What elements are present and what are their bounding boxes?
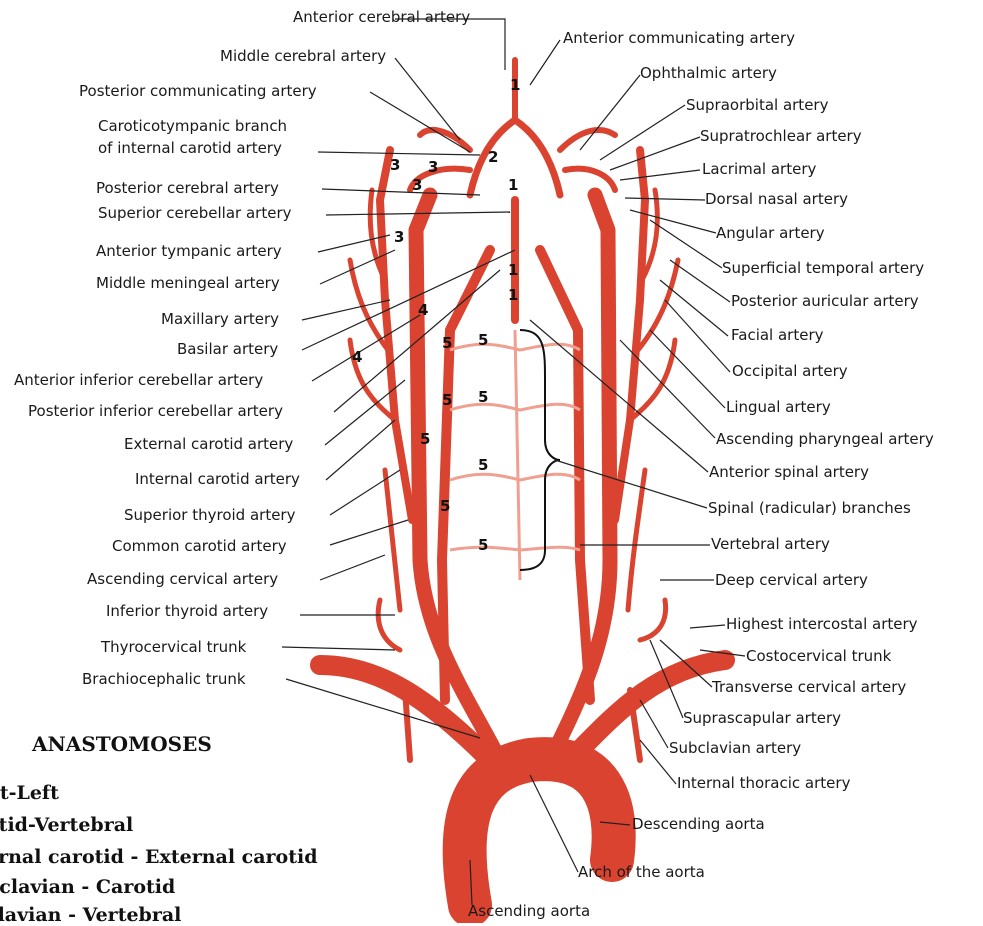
right-external-carotid [380,150,412,520]
marker-19: 5 [478,536,488,554]
label-costocervical: Costocervical trunk [746,648,891,665]
marker-12: 5 [442,334,452,352]
label-superior-cerebellar: Superior cerebellar artery [98,205,292,222]
marker-5: 2 [488,148,498,166]
marker-3: 1 [508,261,518,279]
label-dorsal-nasal: Dorsal nasal artery [705,191,848,208]
label-spinal-branches: Spinal (radicular) branches [708,500,911,517]
label-angular: Angular artery [716,225,825,242]
label-transverse-cervical: Transverse cervical artery [712,679,906,696]
left-external-carotid [615,150,645,520]
label-posterior-cerebral: Posterior cerebral artery [96,180,279,197]
label-highest-intercostal: Highest intercostal artery [726,616,918,633]
marker-11: 4 [352,348,362,366]
label-ascending-pharyngeal: Ascending pharyngeal artery [716,431,934,448]
aortic-arch [465,759,614,905]
label-superior-thyroid: Superior thyroid artery [124,507,295,524]
label-supraorbital: Supraorbital artery [686,97,828,114]
label-anterior-communicating: Anterior communicating artery [563,30,795,47]
label-anterior-cerebral: Anterior cerebral artery [293,9,470,26]
marker-13: 5 [478,331,488,349]
label-ophthalmic: Ophthalmic artery [640,65,777,82]
label-ascending-cervical: Ascending cervical artery [87,571,278,588]
marker-14: 5 [442,391,452,409]
label-vertebral: Vertebral artery [711,536,830,553]
label-common-carotid: Common carotid artery [112,538,287,555]
label-caroticotympanic-1: Caroticotympanic branch [98,118,287,135]
legend-title: ANASTOMOSES [32,732,212,756]
label-posterior-communicating: Posterior communicating artery [79,83,317,100]
label-anterior-inferior-cerebellar: Anterior inferior cerebellar artery [14,372,263,389]
label-maxillary: Maxillary artery [161,311,279,328]
marker-18: 5 [440,497,450,515]
label-facial: Facial artery [731,327,824,344]
label-thyrocervical: Thyrocervical trunk [101,639,246,656]
marker-8: 3 [412,176,422,194]
legend-item: bclavian - Carotid [0,876,175,898]
label-posterior-inferior-cerebellar: Posterior inferior cerebellar artery [28,403,283,420]
marker-10: 4 [418,301,428,319]
label-superficial-temporal: Superficial temporal artery [722,260,924,277]
marker-1: 1 [510,76,520,94]
label-basilar: Basilar artery [177,341,278,358]
label-brachiocephalic: Brachiocephalic trunk [82,671,246,688]
label-subclavian: Subclavian artery [669,740,801,757]
label-inferior-thyroid: Inferior thyroid artery [106,603,268,620]
label-arch-aorta: Arch of the aorta [578,864,705,881]
spinal-brace [520,330,560,570]
marker-16: 5 [420,430,430,448]
label-anterior-spinal: Anterior spinal artery [709,464,869,481]
label-middle-meningeal: Middle meningeal artery [96,275,280,292]
label-caroticotympanic-2: of internal carotid artery [98,140,282,157]
label-occipital: Occipital artery [732,363,848,380]
label-internal-thoracic: Internal thoracic artery [677,775,850,792]
label-anterior-tympanic: Anterior tympanic artery [96,243,282,260]
marker-6: 3 [390,156,400,174]
marker-15: 5 [478,388,488,406]
marker-7: 3 [428,158,438,176]
label-descending-aorta: Descending aorta [632,816,765,833]
legend-item: ht-Left [0,782,59,804]
label-external-carotid: External carotid artery [124,436,293,453]
label-lingual: Lingual artery [726,399,831,416]
label-supratrochlear: Supratrochlear artery [700,128,862,145]
spinal-branches [450,330,580,580]
label-internal-carotid: Internal carotid artery [135,471,300,488]
label-middle-cerebral: Middle cerebral artery [220,48,386,65]
label-ascending-aorta: Ascending aorta [468,903,590,920]
label-posterior-auricular: Posterior auricular artery [731,293,919,310]
right-common-carotid [416,195,505,770]
label-suprascapular: Suprascapular artery [683,710,841,727]
legend-item: ernal carotid - External carotid [0,846,318,868]
marker-4: 1 [508,286,518,304]
label-lacrimal: Lacrimal artery [702,161,816,178]
marker-2: 1 [508,176,518,194]
marker-17: 5 [478,456,488,474]
label-deep-cervical: Deep cervical artery [715,572,868,589]
legend-item: otid-Vertebral [0,814,133,836]
marker-9: 3 [394,228,404,246]
